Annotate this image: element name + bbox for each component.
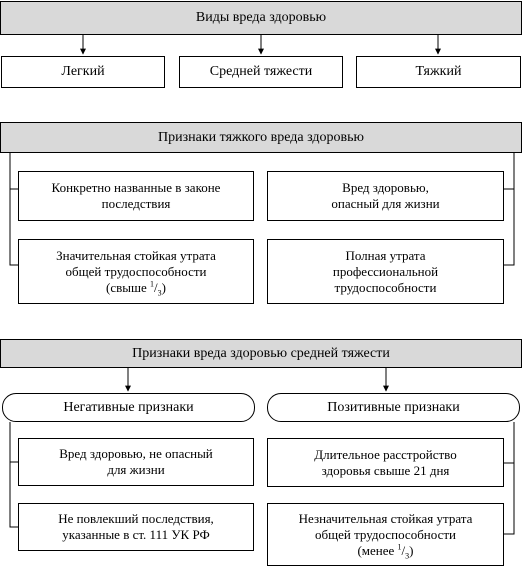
box-medium-harm: Средней тяжести [179, 56, 343, 88]
box-danger-to-life: Вред здоровью, опасный для жизни [267, 171, 504, 221]
header-grave-signs: Признаки тяжкого вреда здоровью [0, 122, 522, 153]
box-minor-loss: Незначительная стойкая утрата общей труд… [267, 503, 504, 566]
box-light-harm: Легкий [1, 56, 165, 88]
box-long-disorder: Длительное расстройство здоровья свыше 2… [267, 438, 504, 487]
header-harm-types: Виды вреда здоровью [0, 1, 522, 35]
right-bracket-positive [504, 422, 515, 535]
box-no-consequences: Не повлекший последствия, указанные в ст… [18, 503, 254, 551]
box-professional-loss: Полная утрата профессиональной трудоспос… [267, 239, 504, 304]
box-not-dangerous: Вред здоровью, не опасный для жизни [18, 438, 254, 486]
left-bracket-grave [9, 153, 18, 266]
right-bracket-grave [504, 153, 515, 266]
box-significant-loss: Значительная стойкая утрата общей трудос… [18, 239, 254, 304]
box-grave-harm: Тяжкий [356, 56, 521, 88]
header-harm-types-text: Виды вреда здоровью [195, 10, 327, 25]
header-medium-signs: Признаки вреда здоровью средней тяжести [0, 339, 522, 368]
box-named-consequences: Конкретно названные в законе последствия [18, 171, 254, 221]
pill-positive-signs: Позитивные признаки [267, 393, 520, 422]
left-bracket-negative [9, 422, 18, 528]
pill-negative-signs: Негативные признаки [2, 393, 255, 422]
